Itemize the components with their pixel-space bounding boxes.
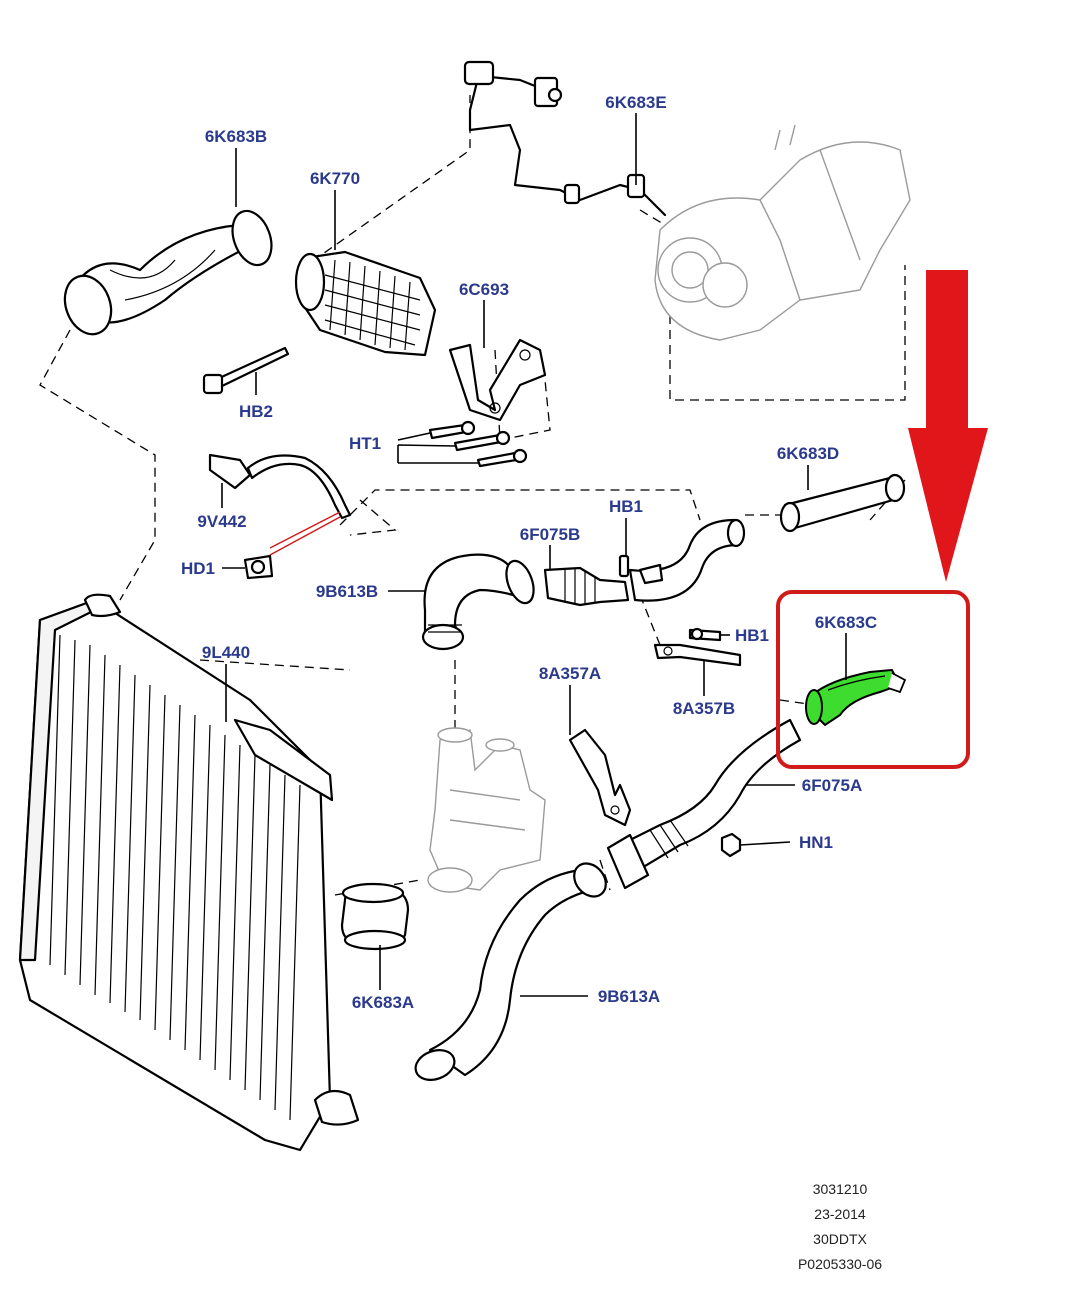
part-ht1-bolts [428, 420, 528, 468]
label-6k683b: 6K683B [205, 127, 267, 146]
label-hn1: HN1 [799, 833, 833, 852]
part-9v442-pipe [208, 453, 352, 520]
label-9b613a: 9B613A [598, 987, 660, 1006]
part-6k770-housing [294, 250, 437, 357]
label-9l440: 9L440 [202, 643, 250, 662]
label-6c693: 6C693 [459, 280, 509, 299]
part-6c693-bracket [448, 338, 547, 422]
pipe-upper-6f075b-branch [628, 518, 746, 602]
part-hd1-clip [243, 511, 341, 580]
part-6k683b-hose [63, 209, 273, 336]
part-6k683e-sensor-pipe [463, 60, 667, 217]
part-6k683a-hose [340, 882, 410, 951]
label-hb2: HB2 [239, 402, 273, 421]
red-arrow-icon [908, 270, 988, 582]
label-6k683e: 6K683E [605, 93, 666, 112]
label-hb1-upper: HB1 [609, 497, 643, 516]
label-8a357a: 8A357A [539, 664, 601, 683]
reference-line-2: 23-2014 [814, 1206, 866, 1222]
reference-line-1: 3031210 [812, 1181, 868, 1197]
label-6k683c: 6K683C [815, 613, 877, 632]
part-9b613a-hose [414, 862, 607, 1081]
part-6f075a-pipe [606, 718, 802, 890]
part-8a357b-bracket [653, 643, 742, 667]
part-8a357a-bracket [568, 728, 632, 827]
label-hb1-lower: HB1 [735, 626, 769, 645]
part-hb1-bolt-lower [688, 627, 722, 642]
highlight-box [776, 590, 970, 769]
label-6k683d: 6K683D [777, 444, 839, 463]
label-6k770: 6K770 [310, 169, 360, 188]
label-hd1: HD1 [181, 559, 215, 578]
part-hb2-bolt [202, 346, 290, 395]
label-8a357b: 8A357B [673, 699, 735, 718]
label-ht1: HT1 [349, 434, 381, 453]
label-9v442: 9V442 [197, 512, 246, 531]
reference-line-3: 30DDTX [813, 1231, 867, 1247]
part-6f075b-connector [543, 554, 630, 607]
part-6k683d-hose [779, 473, 906, 533]
label-9b613b: 9B613B [316, 582, 378, 601]
leader-lines [221, 113, 847, 997]
part-9l440-intercooler [18, 593, 360, 1152]
egr-housing-ghost [427, 727, 546, 893]
label-6f075b: 6F075B [520, 525, 580, 544]
turbocharger-ghost [654, 124, 911, 341]
part-labels: 6K683B 6K683E 6K770 6C693 HB2 HT1 6K683D… [181, 93, 877, 1012]
label-6k683a: 6K683A [352, 993, 414, 1012]
part-9b613b-hose [421, 553, 535, 651]
reference-line-4: P0205330-06 [797, 1256, 883, 1272]
label-6f075a: 6F075A [802, 776, 862, 795]
part-hn1-nut [720, 832, 742, 858]
part-6k683c-highlighted-hose [805, 668, 907, 727]
